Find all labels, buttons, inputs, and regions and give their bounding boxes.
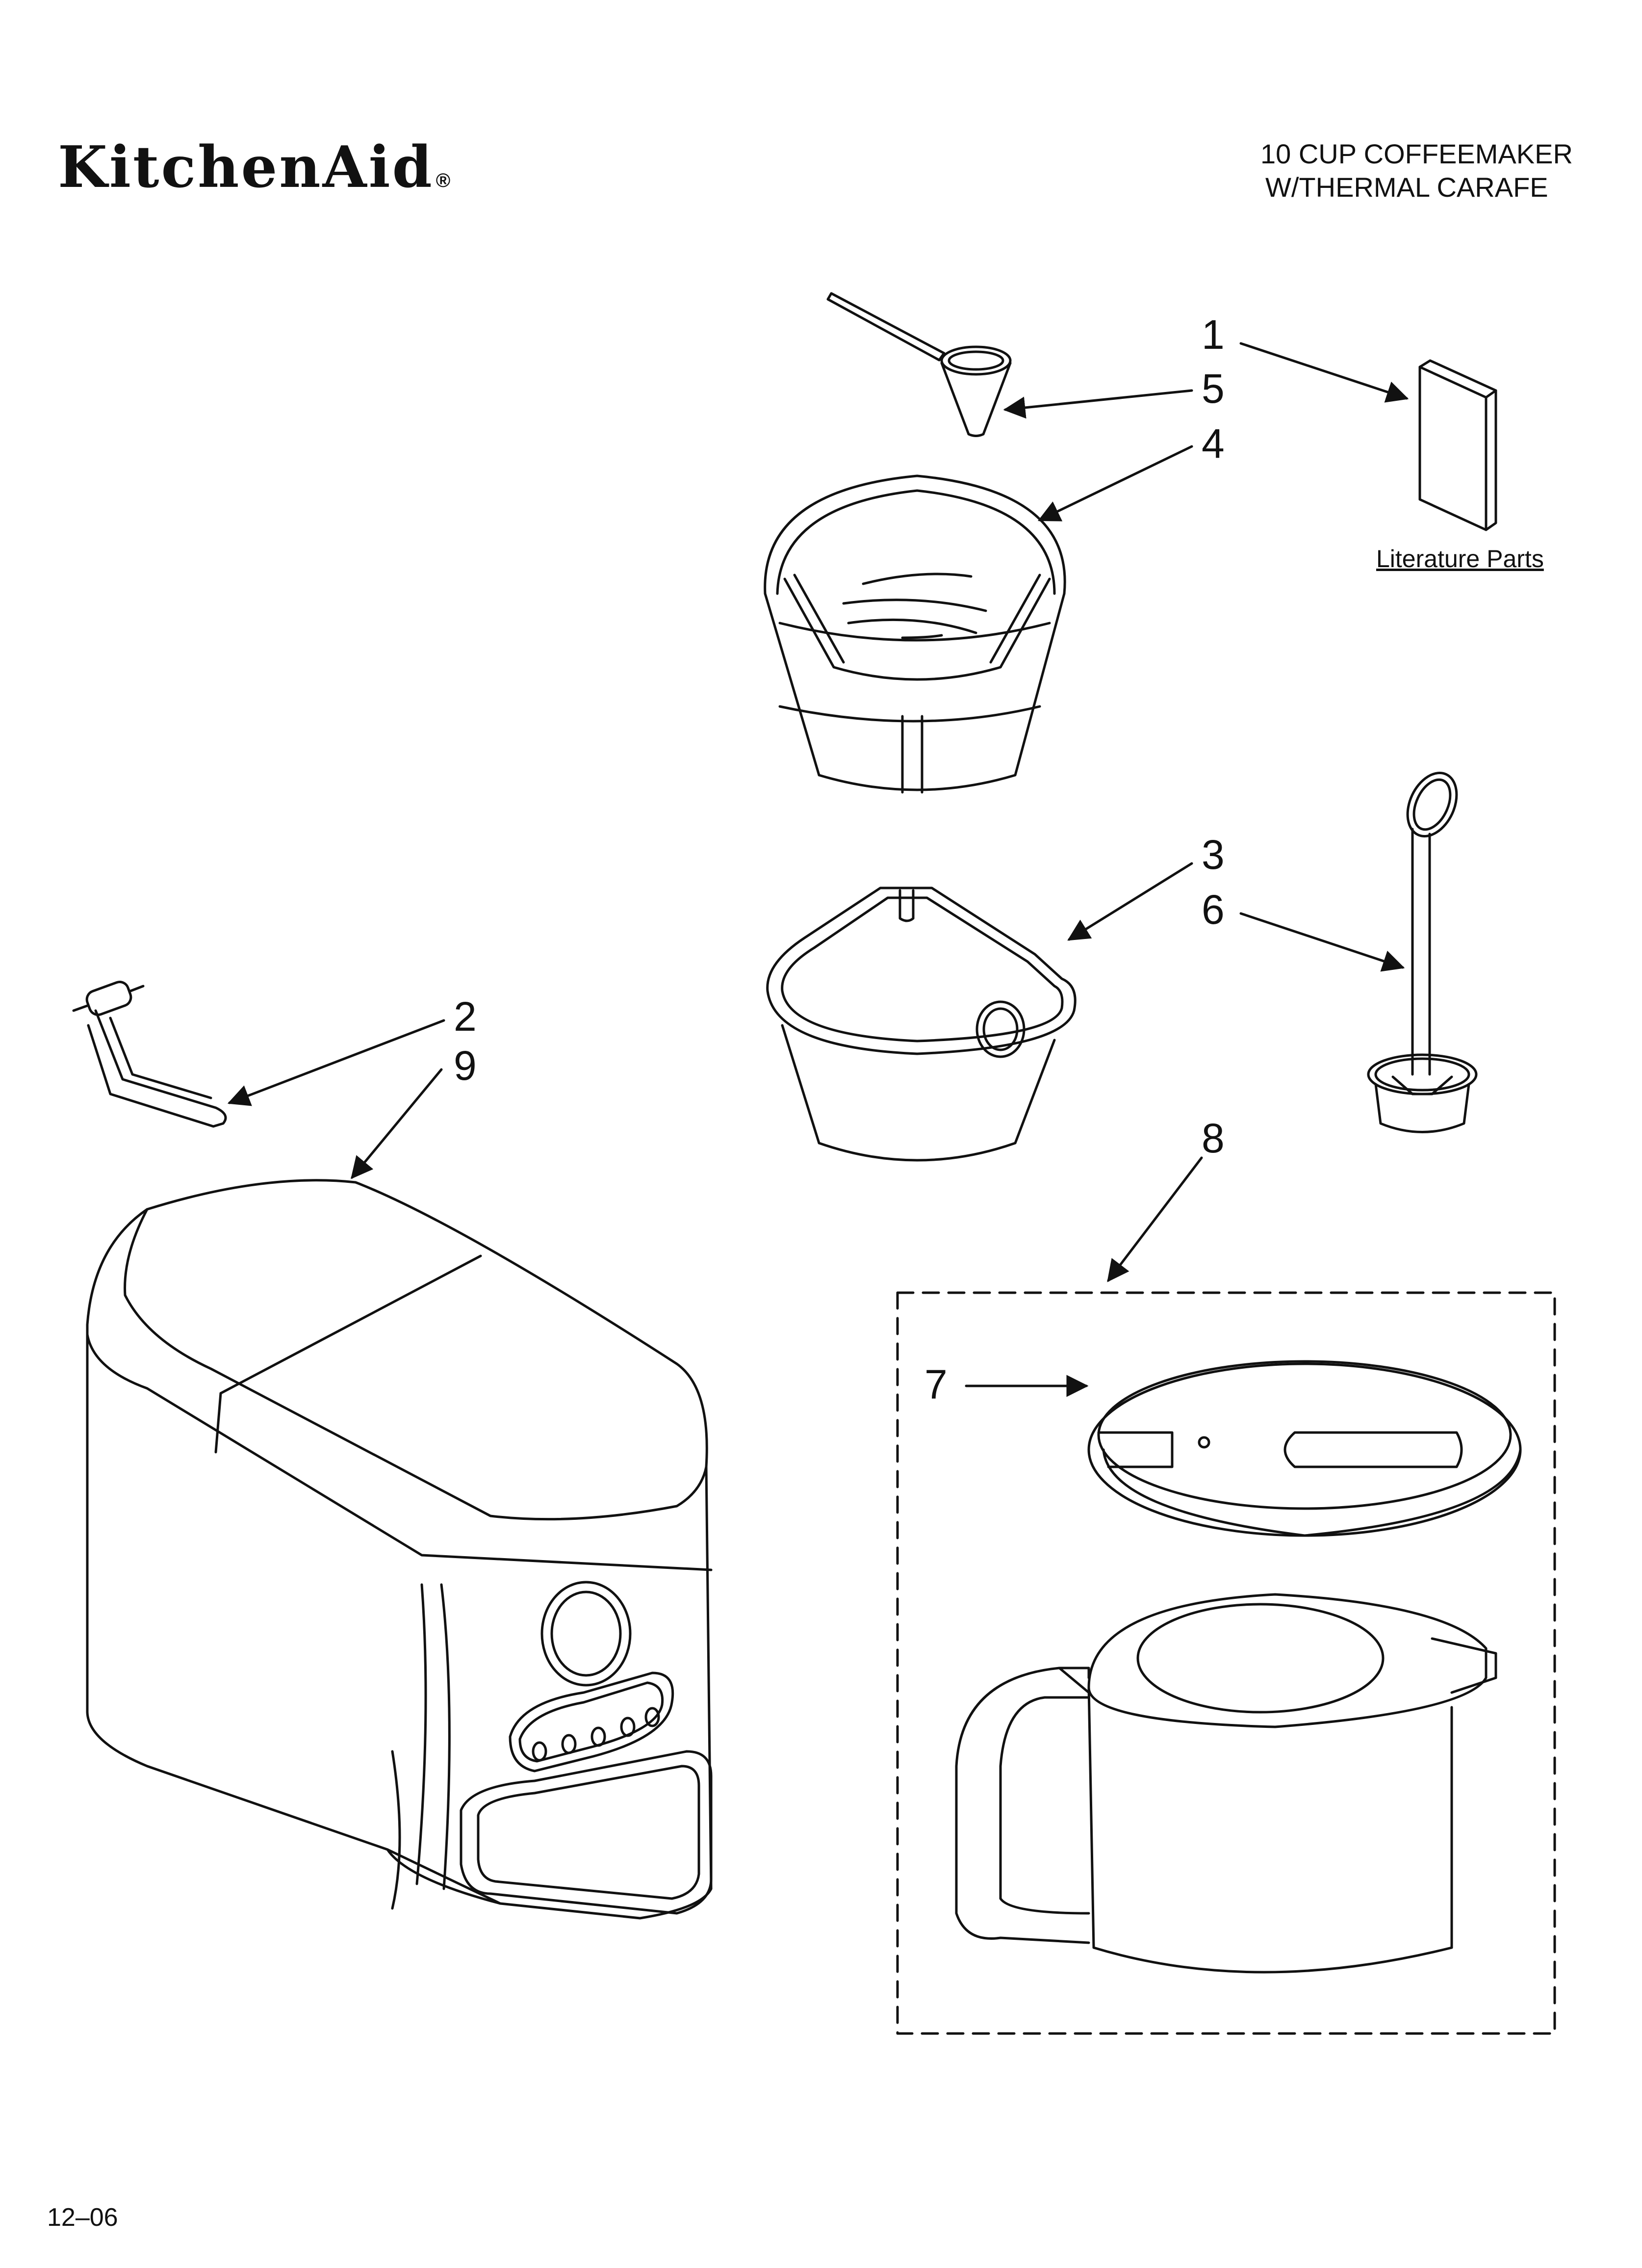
callout-8: 8 bbox=[1202, 1115, 1225, 1161]
footer-date: 12–06 bbox=[47, 2203, 118, 2232]
callout-4: 4 bbox=[1202, 420, 1225, 467]
callout-3: 3 bbox=[1202, 832, 1225, 878]
diagram-title: 10 CUP COFFEEMAKER W/THERMAL CARAFE bbox=[1260, 137, 1573, 204]
arrow-1 bbox=[1239, 342, 1409, 403]
callout-6: 6 bbox=[1202, 886, 1225, 933]
arrow-4 bbox=[1037, 445, 1193, 521]
brand-name: KitchenAid bbox=[58, 134, 434, 201]
arrow-3 bbox=[1067, 862, 1193, 941]
registered-mark: ® bbox=[436, 170, 453, 191]
brew-basket-icon bbox=[766, 886, 1077, 1162]
callout-5: 5 bbox=[1202, 365, 1225, 412]
literature-booklet-icon bbox=[1418, 359, 1497, 531]
thermal-carafe-icon bbox=[955, 1593, 1497, 1974]
callout-7: 7 bbox=[924, 1361, 948, 1408]
leader-arrows bbox=[227, 342, 1409, 1397]
literature-parts-label: Literature Parts bbox=[1376, 545, 1544, 573]
arrow-8 bbox=[1107, 1156, 1203, 1282]
filter-basket-icon bbox=[764, 474, 1066, 794]
tamper-tool-icon bbox=[1367, 772, 1478, 1133]
arrow-2 bbox=[227, 1019, 445, 1106]
carafe-kit-box bbox=[896, 1291, 1556, 2035]
callout-1: 1 bbox=[1202, 312, 1225, 358]
brand-logo: KitchenAid® bbox=[58, 139, 452, 196]
title-line-2: W/THERMAL CARAFE bbox=[1265, 172, 1548, 203]
measuring-scoop-icon bbox=[826, 292, 1012, 437]
arrow-9 bbox=[351, 1068, 443, 1179]
arrow-5 bbox=[1003, 389, 1193, 419]
arrow-6 bbox=[1239, 912, 1405, 972]
coffeemaker-body-icon bbox=[86, 1179, 713, 1920]
callout-2: 2 bbox=[454, 993, 477, 1040]
carafe-lid-icon bbox=[1087, 1360, 1522, 1537]
showerhead-part-icon bbox=[72, 981, 227, 1128]
callout-9: 9 bbox=[454, 1043, 477, 1089]
title-line-1: 10 CUP COFFEEMAKER bbox=[1260, 138, 1573, 169]
